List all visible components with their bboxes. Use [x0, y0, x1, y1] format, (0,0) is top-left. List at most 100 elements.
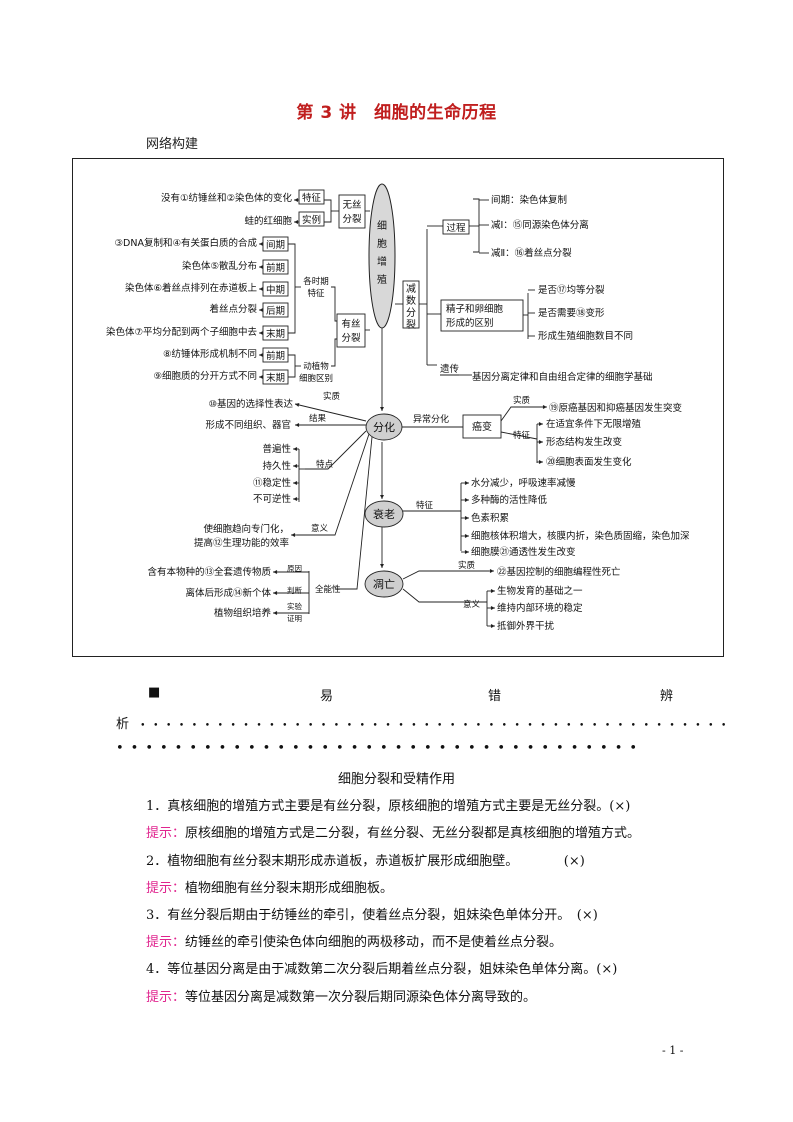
process-item-2: 减Ⅱ：⑯着丝点分裂 — [491, 247, 572, 259]
arrow-head — [273, 591, 278, 595]
totipotency-connector — [335, 436, 373, 590]
amitosis-bracket — [324, 199, 332, 223]
apoptosis-meaning-0: 生物发育的基础之一 — [497, 585, 583, 597]
center-ellipse — [368, 183, 396, 329]
gamete-item-0: 是否⑰均等分裂 — [538, 284, 605, 296]
page-number: - 1 - — [662, 1044, 684, 1057]
aging-trait-2: 色素积累 — [471, 512, 509, 524]
arrow-head — [293, 481, 298, 485]
arrow-head — [295, 423, 300, 427]
diff-text-0: ⑧纺锤体形成机制不同 — [163, 348, 257, 360]
meiosis-label: 减 — [406, 283, 416, 295]
cancer-trait-tag: 特征 — [513, 430, 531, 441]
phase-text-1: 染色体⑤散乱分布 — [182, 260, 257, 272]
amitosis-feature-text: 没有①纺锤丝和②染色体的变化 — [161, 192, 293, 204]
heading-char-2: 错 — [488, 689, 502, 704]
arrow-head — [538, 422, 543, 426]
gamete-label: 精子和卵细胞 — [446, 303, 504, 315]
cancer-box — [462, 414, 502, 439]
phase-tag-0: 间期 — [266, 239, 285, 251]
phase-bracket — [288, 243, 296, 334]
meaning-tag: 意义 — [311, 523, 329, 534]
plant-animal-label: 细胞区别 — [299, 373, 333, 384]
phase-to-mitosis — [331, 286, 337, 322]
apoptosis-meaning-connector — [402, 588, 487, 603]
amitosis-feature-tag-box — [298, 189, 325, 205]
arrow-head — [538, 460, 543, 464]
gamete-label: 形成的区别 — [446, 317, 494, 329]
amitosis-box — [338, 194, 366, 229]
arrow-head — [259, 242, 264, 246]
trait-0: 普遍性 — [262, 443, 291, 455]
meiosis-label: 分 — [406, 307, 416, 319]
center-label: 细 — [377, 219, 387, 232]
arrow-head — [380, 494, 384, 499]
trait-2: ⑪稳定性 — [253, 477, 292, 489]
phase-text-3: 着丝点分裂 — [209, 303, 257, 315]
phase-tag-4: 末期 — [266, 328, 285, 340]
aging-trait-4: 细胞膜㉑通透性发生改变 — [471, 546, 576, 558]
mitosis-label: 分裂 — [341, 332, 361, 344]
hint-label: 提示： — [146, 826, 186, 841]
subheading: 细胞分裂和受精作用 — [337, 772, 455, 787]
cancer-label: 癌变 — [472, 420, 492, 433]
arrow-head — [490, 589, 495, 593]
hint-4: 提示：等位基因分离是减数第一次分裂后期同源染色体分离导致的。 — [146, 986, 536, 1005]
arrow-head — [293, 497, 298, 501]
arrow-head — [259, 331, 264, 335]
hint-1: 提示：原核细胞的增殖方式是二分裂，有丝分裂、无丝分裂都是真核细胞的增殖方式。 — [146, 822, 640, 841]
arrow-head — [291, 533, 296, 537]
mitosis-label: 有丝 — [341, 318, 360, 330]
aging-node — [364, 500, 404, 528]
diff-tag-0: 前期 — [266, 350, 285, 362]
cancer-essence-connector — [500, 406, 543, 422]
hint-label: 提示： — [146, 990, 186, 1005]
gamete-box — [440, 299, 524, 332]
meaning-text: 使细胞趋向专门化， — [203, 523, 289, 535]
aging-trait-tag: 特征 — [416, 500, 434, 511]
dot-leader-2: •••••••••••••••••••••••••••••••••••• — [116, 741, 645, 756]
phase-features-label: 特征 — [307, 288, 325, 299]
apoptosis-essence-tag: 实质 — [458, 560, 476, 571]
arrow-head — [380, 406, 384, 411]
process-item-1: 减Ⅰ：⑮同源染色体分离 — [491, 219, 589, 231]
hint-text: 等位基因分离是减数第一次分裂后期同源染色体分离导致的。 — [185, 990, 537, 1005]
process-tag-box — [442, 219, 470, 235]
proof-tag: 证明 — [287, 614, 302, 623]
page-title: 第 3 讲 细胞的生命历程 — [296, 103, 497, 123]
apoptosis-meaning-tag: 意义 — [463, 599, 481, 610]
meiosis-label: 数 — [406, 294, 416, 307]
apoptosis-meaning-2: 抵御外界干扰 — [497, 620, 555, 632]
meaning-text: 提高⑫生理功能的效率 — [194, 537, 290, 549]
section-heading: 网络构建 — [146, 137, 199, 152]
arrow-line — [294, 403, 367, 422]
arrow-head — [464, 498, 469, 502]
question-1: 1．真核细胞的增殖方式主要是有丝分裂，原核细胞的增殖方式主要是无丝分裂。(×) — [146, 799, 631, 814]
arrow-head — [464, 550, 469, 554]
hint-2: 提示：植物细胞有丝分裂末期形成细胞板。 — [146, 877, 393, 896]
aging-label: 衰老 — [373, 507, 395, 521]
meiosis-label: 裂 — [406, 318, 416, 331]
gamete-item-1: 是否需要⑱变形 — [538, 307, 605, 319]
question-2: 2．植物细胞有丝分裂末期形成赤道板，赤道板扩展形成细胞壁。 (×) — [146, 854, 585, 869]
heading-char-3: 辨 — [660, 689, 674, 704]
diff-to-mitosis — [331, 338, 337, 367]
arrow-head — [293, 464, 298, 468]
hint-text: 纺锤丝的牵引使染色体向细胞的两极移动，而不是使着丝点分裂。 — [185, 935, 563, 950]
diff-tag-1: 末期 — [266, 372, 285, 384]
question-3: 3．有丝分裂后期由于纺锤丝的牵引，使着丝点分裂，姐妹染色单体分开。 (×) — [146, 908, 598, 923]
phase-text-0: ③DNA复制和④有关蛋白质的合成 — [115, 237, 258, 249]
heading-tail-line: 析 ••••••••••••••••••••••••••••••••••••••… — [116, 713, 734, 732]
arrow-head — [464, 481, 469, 485]
phase-tag-3: 后期 — [266, 306, 285, 317]
diff-text-1: ⑨细胞质的分开方式不同 — [153, 370, 257, 382]
cancer-trait-2: ⑳细胞表面发生变化 — [546, 456, 632, 468]
arrow-head — [538, 440, 543, 444]
heredity-text: 基因分离定律和自由组合定律的细胞学基础 — [472, 371, 653, 383]
meiosis-box — [402, 280, 420, 329]
arrow-head — [489, 569, 494, 573]
hint-label: 提示： — [146, 935, 186, 950]
arrow-head — [273, 570, 278, 574]
totipotency-text-1: 离体后形成⑭新个体 — [185, 587, 271, 599]
